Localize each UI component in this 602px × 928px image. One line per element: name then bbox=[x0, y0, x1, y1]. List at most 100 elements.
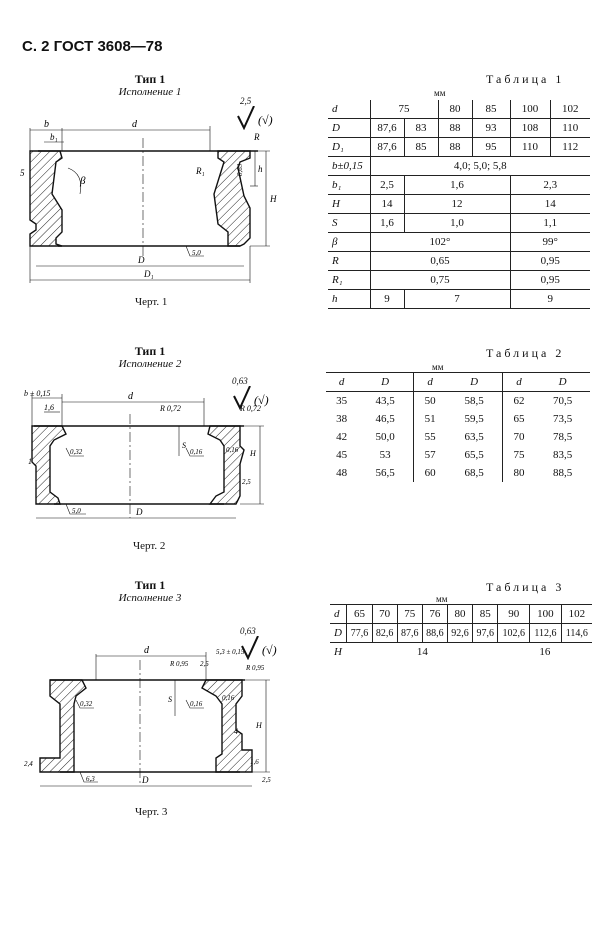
table-2-name: Таблица 2 bbox=[486, 346, 565, 360]
dim-R095a-3: R 0,95 bbox=[169, 660, 189, 668]
row-label: d bbox=[330, 604, 347, 624]
dim-25b-3: 2,5 bbox=[262, 776, 271, 784]
dim-R072-a: R 0,72 bbox=[159, 404, 181, 413]
dim-016a-3: 0,16 bbox=[190, 700, 203, 708]
drawing-2-variant: Исполнение 2 bbox=[118, 358, 182, 370]
dim-032-2: 0,32 bbox=[70, 448, 83, 456]
drawing-1-caption: Черт. 1 bbox=[135, 296, 168, 308]
drawing-1: b b₁ d R R₁ 5 β h H 0,63 D D₁ 5,0 bbox=[20, 119, 277, 283]
roughness-1: 2,5 bbox=[240, 96, 252, 106]
drawing-2: b ± 0,15 1,6 d R 0,72 R 0,72 S H 1 0,32 … bbox=[24, 389, 264, 519]
table-cell: 14 bbox=[510, 194, 590, 214]
table-cell: 75 bbox=[501, 446, 536, 464]
row-label: R₁ bbox=[328, 270, 371, 290]
drawing-2-type: Тип 1 bbox=[134, 344, 166, 358]
dim-16-3: 1,6 bbox=[250, 758, 259, 766]
dim-25-3: 2,5 bbox=[200, 660, 209, 668]
row-label: H bbox=[334, 646, 342, 658]
dim-50-2: 5,0 bbox=[72, 507, 81, 515]
roughness-2: 0,63 bbox=[232, 376, 248, 386]
row-label: β bbox=[328, 232, 371, 252]
table-cell: 82,6 bbox=[371, 623, 398, 643]
table-3-unit: мм bbox=[436, 594, 448, 604]
table-cell: 1,0 bbox=[404, 213, 511, 233]
dim-4-3: 4 bbox=[234, 727, 238, 736]
drawing-1-variant: Исполнение 1 bbox=[118, 86, 182, 98]
roughness-suffix-1: (√) bbox=[258, 113, 273, 127]
roughness-3: 0,63 bbox=[240, 626, 256, 636]
table-3-name: Таблица 3 bbox=[486, 580, 565, 594]
dim-b1: b₁ bbox=[50, 132, 58, 142]
table-cell: 12 bbox=[404, 194, 511, 214]
roughness-suffix-2: (√) bbox=[254, 393, 269, 407]
row-label: D bbox=[328, 118, 371, 138]
table-cell: 46,5 bbox=[375, 413, 395, 425]
dim-d: d bbox=[132, 119, 138, 130]
table-cell: 88 bbox=[438, 118, 473, 138]
table-cell: 110 bbox=[550, 118, 590, 138]
table-cell: 112 bbox=[550, 137, 590, 157]
table-cell: 70 bbox=[501, 428, 536, 446]
table-cell: 43,5 bbox=[375, 395, 395, 407]
table-cell: 100 bbox=[510, 100, 551, 119]
dim-D1: D₁ bbox=[143, 269, 154, 279]
table-cell: 75 bbox=[396, 604, 423, 624]
table-cell: 4,0; 5,0; 5,8 bbox=[370, 156, 590, 176]
drawing-3-type: Тип 1 bbox=[134, 578, 166, 592]
table-cell: 48 bbox=[336, 467, 348, 479]
dim-R1: R₁ bbox=[195, 166, 205, 176]
table-cell: 80 bbox=[446, 604, 473, 624]
table-1-name: Таблица 1 bbox=[486, 72, 565, 86]
drawing-3-variant: Исполнение 3 bbox=[118, 592, 182, 604]
dim-D: D bbox=[137, 255, 145, 265]
table-cell: 65 bbox=[346, 604, 373, 624]
table-cell: 0,75 bbox=[370, 270, 511, 290]
row-label: D₁ bbox=[328, 137, 371, 157]
table-cell: 95 bbox=[472, 137, 511, 157]
dim-d-3: d bbox=[144, 645, 150, 656]
table-cell: 87,6 bbox=[396, 623, 423, 643]
row-label: b₁ bbox=[328, 175, 371, 195]
table-cell: 78,5 bbox=[552, 431, 573, 443]
table-cell: 80 bbox=[501, 464, 536, 482]
dim-H-3: H bbox=[255, 721, 263, 730]
dim-H: H bbox=[269, 194, 277, 204]
table-cell: 73,5 bbox=[552, 413, 573, 425]
drawing-3-caption: Черт. 3 bbox=[135, 806, 168, 818]
dim-50: 5,0 bbox=[192, 249, 201, 257]
table-cell: 58,5 bbox=[464, 395, 484, 407]
dim-b-2: b ± 0,15 bbox=[24, 389, 50, 398]
table-cell: 87,6 bbox=[370, 118, 405, 138]
table-cell: 1,1 bbox=[510, 213, 590, 233]
table-cell: 55 bbox=[413, 428, 447, 446]
dim-1-2: 1 bbox=[28, 457, 32, 466]
table-cell: 110 bbox=[510, 137, 551, 157]
table-cell: 57 bbox=[413, 446, 447, 464]
table-cell: 38 bbox=[336, 413, 348, 425]
table-cell: 83 bbox=[404, 118, 439, 138]
dim-R: R bbox=[253, 132, 260, 142]
table-cell: 80 bbox=[438, 100, 473, 119]
table-cell: 83,5 bbox=[552, 449, 573, 461]
column-header: D bbox=[446, 372, 503, 392]
drawing-2-caption: Черт. 2 bbox=[133, 540, 166, 552]
dim-s-3: S bbox=[168, 695, 172, 704]
row-label: S bbox=[328, 213, 371, 233]
table-cell: 63,5 bbox=[464, 431, 484, 443]
table-cell: 92,6 bbox=[446, 623, 473, 643]
dim-H-2: H bbox=[249, 449, 257, 458]
table-cell: 14 bbox=[370, 194, 405, 214]
table-cell: 16 bbox=[539, 646, 551, 658]
